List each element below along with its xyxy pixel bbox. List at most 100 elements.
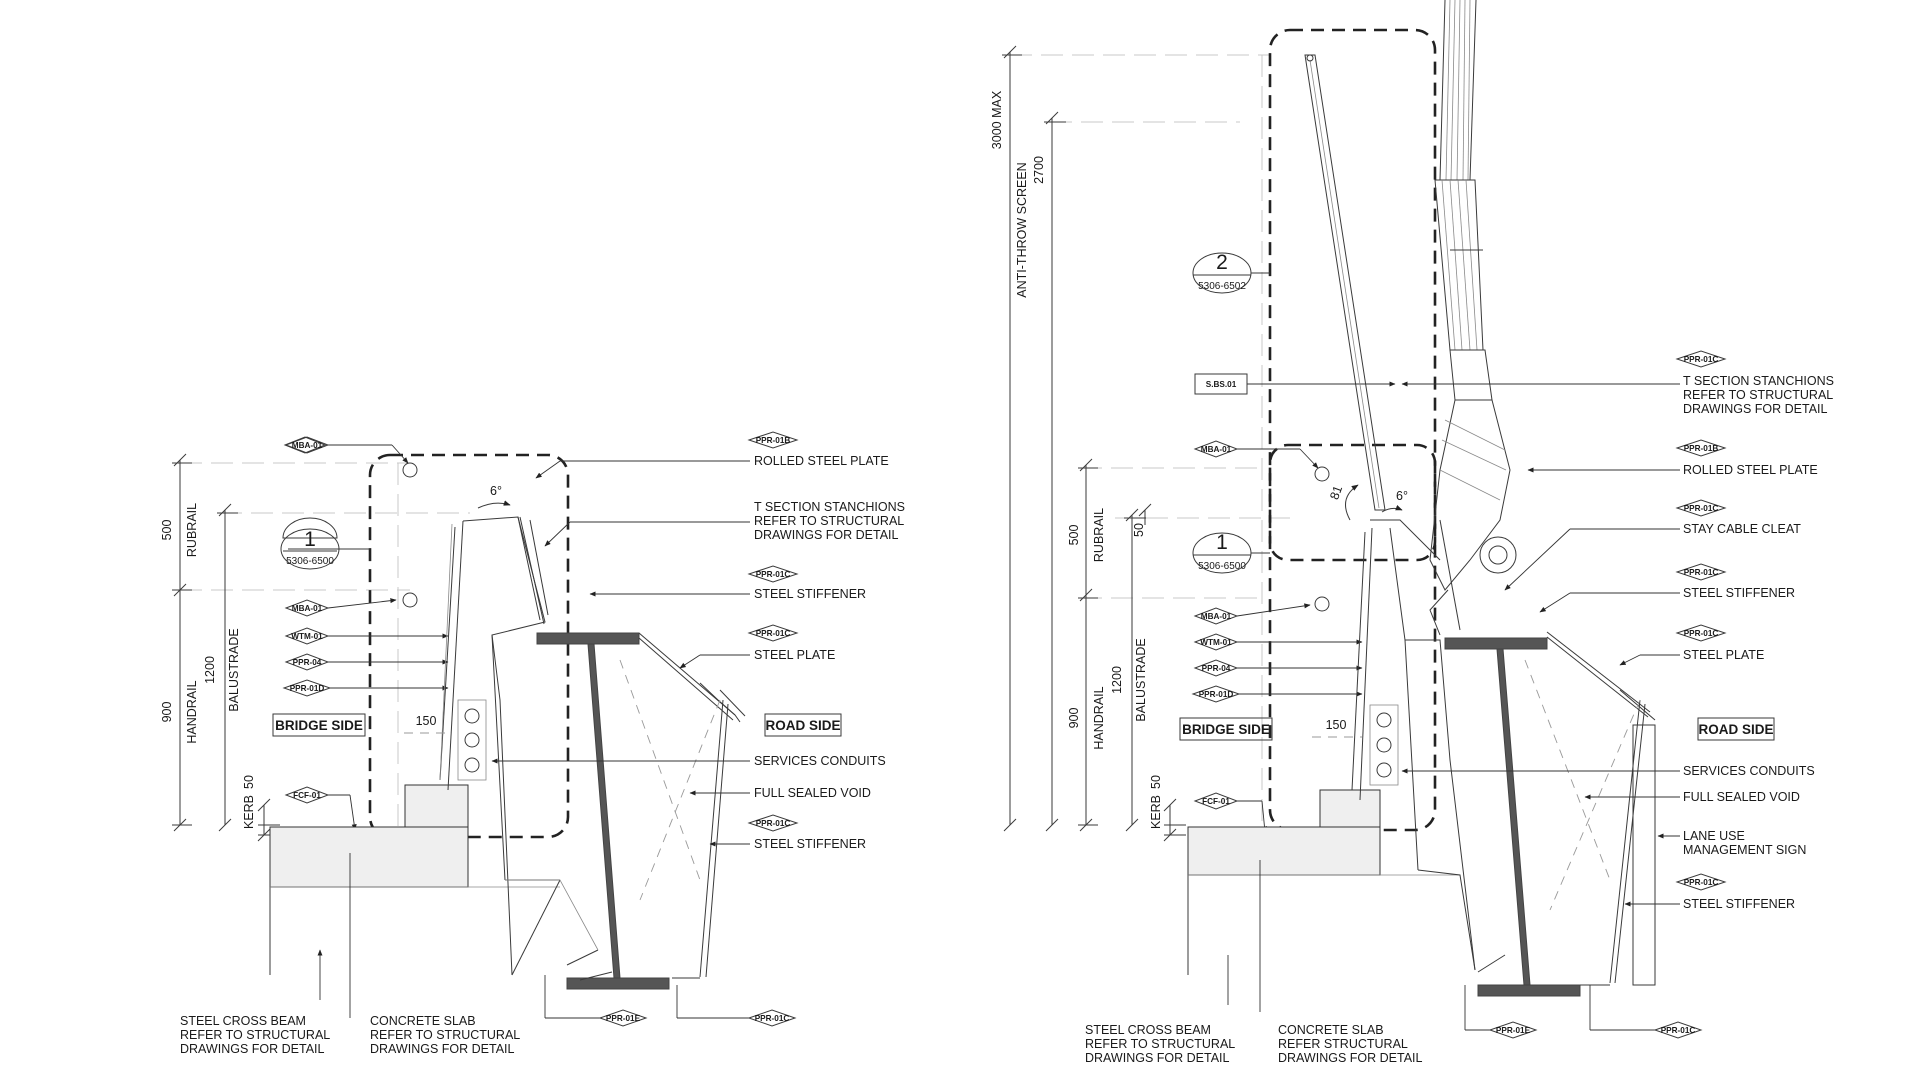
callout-cross-beam-3: DRAWINGS FOR DETAIL: [180, 1042, 325, 1056]
rail-detail-boundary: [1268, 443, 1437, 562]
tag-sbs-01: S.BS.01: [1206, 380, 1237, 389]
dim-balustrade-label: BALUSTRADE: [227, 628, 241, 711]
handrail-tube-right: [1314, 596, 1330, 612]
right-tags-right: PPR-01C PPR-01B PPR-01C PPR-01C PPR-01C …: [1401, 350, 1834, 911]
callout-slab-3: DRAWINGS FOR DETAIL: [1278, 1051, 1423, 1065]
tag-label: MBA-01: [292, 441, 323, 450]
dim-screen-value: 2700: [1032, 156, 1046, 184]
dim-rubrail-label: RUBRAIL: [1092, 508, 1106, 562]
tag-ppr-01e-right: PPR-01E: [1496, 1026, 1531, 1035]
tag-ppr-01c-5: PPR-01C: [1684, 878, 1719, 887]
tag-mba-01-a: MBA-01: [283, 436, 409, 464]
callout-rolled-steel-plate: ROLLED STEEL PLATE: [754, 454, 889, 468]
tag-ppr-04: PPR-04: [284, 653, 449, 671]
dim-kerb-value: 50: [1149, 775, 1163, 789]
callout-steel-plate: STEEL PLATE: [754, 648, 835, 662]
callout-slab-1: CONCRETE SLAB: [370, 1014, 476, 1028]
callout-slab-2: REFER STRUCTURAL: [1278, 1037, 1408, 1051]
callout-services-conduits: SERVICES CONDUITS: [1683, 764, 1815, 778]
conduit-2: [464, 732, 480, 748]
callout-lane-use-1: LANE USE: [1683, 829, 1745, 843]
tag-ppr-01c-1: PPR-01C: [1684, 355, 1719, 364]
concrete-slab-right: [1187, 826, 1381, 876]
tag-mba-01-b: MBA-01: [284, 598, 397, 617]
angle-arc-81: [1345, 484, 1359, 521]
tag-ppr-04: PPR-04: [1202, 664, 1231, 673]
dim-balustrade-value: 1200: [1110, 666, 1124, 694]
bubble-reference: 5306-6500: [286, 556, 334, 567]
detail-bubble-right: 1 5306-6500: [1192, 531, 1270, 574]
tag-ppr-01c-3: PPR-01C: [756, 819, 791, 828]
callout-cross-beam-1: STEEL CROSS BEAM: [180, 1014, 306, 1028]
callout-t-section-1: T SECTION STANCHIONS: [754, 500, 905, 514]
section-left: 500 RUBRAIL 900 HANDRAIL 1200 BALUSTRADE…: [160, 431, 905, 1056]
dim-screen-label: ANTI-THROW SCREEN: [1015, 162, 1029, 297]
callout-cross-beam-3: DRAWINGS FOR DETAIL: [1085, 1051, 1230, 1065]
dimension-lines: [172, 453, 280, 842]
steel-box-girder: [505, 632, 746, 990]
callout-cross-beam-1: STEEL CROSS BEAM: [1085, 1023, 1211, 1037]
road-side-label: ROAD SIDE: [765, 718, 840, 733]
dim-rubrail-value: 500: [1067, 525, 1081, 546]
concrete-kerb: [404, 784, 469, 828]
dim-angle-81: 81: [1327, 484, 1345, 502]
tag-ppr-01c-4: PPR-01C: [1684, 629, 1719, 638]
tag-ppr-01c-3: PPR-01C: [1684, 568, 1719, 577]
dim-kerb-label: KERB: [242, 795, 256, 829]
tag-label: PPR-04: [293, 658, 322, 667]
dim-balustrade-value: 1200: [203, 656, 217, 684]
tag-ppr-01c-bottom: PPR-01C: [755, 1014, 790, 1023]
callout-t-section-2: REFER TO STRUCTURAL: [754, 514, 904, 528]
callout-slab-1: CONCRETE SLAB: [1278, 1023, 1384, 1037]
callout-steel-stiffener-2: STEEL STIFFENER: [754, 837, 866, 851]
bottom-callouts: STEEL CROSS BEAM REFER TO STRUCTURAL DRA…: [180, 853, 520, 1056]
bridge-side-box: [272, 713, 366, 737]
bubble-number: 1: [304, 528, 316, 551]
callout-rolled-steel-plate: ROLLED STEEL PLATE: [1683, 463, 1818, 477]
tag-ppr-01d: PPR-01D: [282, 679, 449, 697]
callout-steel-plate: STEEL PLATE: [1683, 648, 1764, 662]
tag-mba-01-a: MBA-01: [1201, 445, 1232, 454]
tag-label: MBA-01: [292, 604, 323, 613]
conduit-housing-right: [1369, 704, 1399, 786]
tag-wtm-01: WTM-01: [284, 627, 449, 645]
rubrail-tube-right: [1314, 466, 1330, 482]
dim-rubrail-value: 500: [160, 520, 174, 541]
conduit-3-right: [1376, 762, 1392, 778]
tag-ppr-01b: PPR-01B: [756, 436, 791, 445]
bubble-2-number: 2: [1216, 251, 1228, 274]
screen-detail-boundary: [1268, 28, 1437, 832]
conduit-housing: [457, 699, 487, 781]
callout-t-section-3: DRAWINGS FOR DETAIL: [1683, 402, 1828, 416]
parapet-body: [439, 516, 561, 976]
tag-ppr-01c-1: PPR-01C: [756, 570, 791, 579]
top-flange: [536, 632, 640, 645]
road-side-label-right: ROAD SIDE: [1698, 722, 1773, 737]
rubrail-tube: [402, 462, 418, 478]
dim-top50-value: 50: [1132, 523, 1146, 537]
road-side-box-right: [1697, 717, 1775, 741]
dim-balustrade-label: BALUSTRADE: [1134, 638, 1148, 721]
dim-offset-value: 150: [416, 714, 437, 728]
right-tags: PPR-01B PPR-01C PPR-01C PPR-01C ROLLED S…: [491, 431, 905, 851]
conduit-2-right: [1376, 737, 1392, 753]
callout-steel-stiffener-1: STEEL STIFFENER: [754, 587, 866, 601]
web-plate-right: [1496, 648, 1531, 986]
parapet-body-right: [1351, 519, 1476, 971]
dim-kerb-label: KERB: [1149, 795, 1163, 829]
tag-label: FCF-01: [293, 791, 321, 800]
dimension-lines-right: [1002, 45, 1186, 842]
bottom-tags-right: PPR-01E PPR-01C: [1464, 985, 1703, 1039]
section-right: 3000 MAX ANTI-THROW SCREEN 2700 500 RUBR…: [990, 0, 1834, 1065]
lane-use-sign: [1632, 724, 1656, 986]
bridge-side-label-right: BRIDGE SIDE: [1182, 722, 1270, 737]
bubble-2-reference: 5306-6502: [1198, 281, 1246, 292]
callout-cross-beam-2: REFER TO STRUCTURAL: [180, 1028, 330, 1042]
bubble-right-reference: 5306-6500: [1198, 561, 1246, 572]
callout-slab-2: REFER TO STRUCTURAL: [370, 1028, 520, 1042]
dim-angle-value: 6°: [490, 484, 502, 498]
reference-lines: [180, 462, 470, 835]
top-flange-right: [1444, 637, 1548, 650]
dim-offset-value-right: 150: [1326, 718, 1347, 732]
